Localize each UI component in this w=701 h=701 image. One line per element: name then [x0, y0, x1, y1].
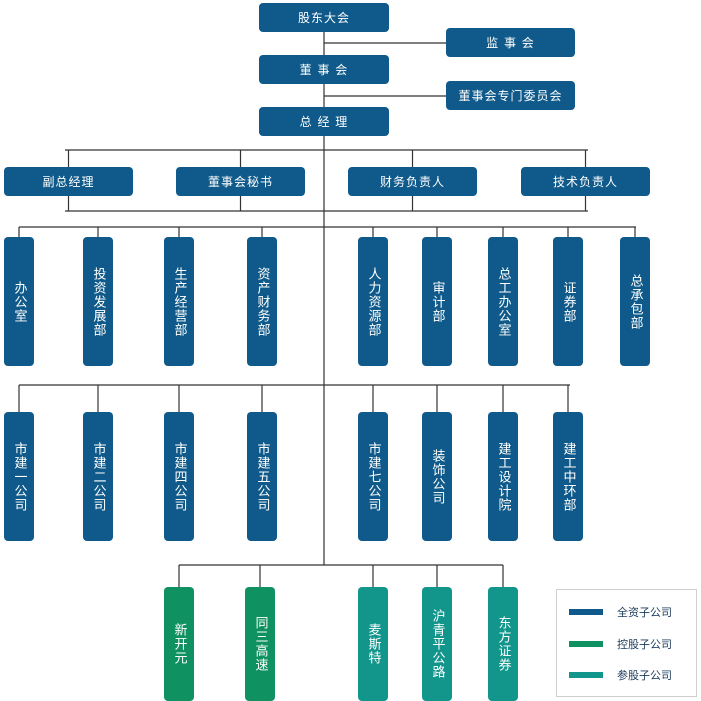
board-of-directors-box: 董 事 会 [259, 55, 389, 84]
held-company-box: 东方证券 [488, 587, 518, 701]
full-subsidiary-box: 建工中环部 [553, 412, 583, 541]
full-subsidiary-box: 装饰公司 [422, 412, 452, 541]
executive-box: 董事会秘书 [176, 167, 305, 196]
full-subsidiary-box: 市建四公司 [164, 412, 194, 541]
full-subsidiary-box: 市建二公司 [83, 412, 113, 541]
department-box: 投资发展部 [83, 237, 113, 366]
executive-box: 财务负责人 [348, 167, 477, 196]
general-manager-box: 总 经 理 [259, 107, 389, 136]
full-subsidiary-box: 市建五公司 [247, 412, 277, 541]
legend-item-full-owned: 全资子公司 [569, 604, 672, 620]
full-subsidiary-box: 市建七公司 [358, 412, 388, 541]
department-box: 生产经营部 [164, 237, 194, 366]
legend-label-controlled: 控股子公司 [617, 638, 672, 651]
legend-item-controlled: 控股子公司 [569, 636, 672, 652]
legend: 全资子公司 控股子公司 参股子公司 [556, 589, 697, 697]
legend-item-participating: 参股子公司 [569, 667, 672, 683]
department-box: 人力资源部 [358, 237, 388, 366]
department-box: 审计部 [422, 237, 452, 366]
shareholders-meeting-box: 股东大会 [259, 3, 389, 32]
held-company-box: 新开元 [164, 587, 194, 701]
legend-swatch-controlled [569, 641, 603, 647]
executive-box: 技术负责人 [521, 167, 650, 196]
held-company-box: 沪青平公路 [422, 587, 452, 701]
held-company-box: 同三高速 [245, 587, 275, 701]
executive-box: 副总经理 [4, 167, 133, 196]
department-box: 总承包部 [620, 237, 650, 366]
department-box: 办公室 [4, 237, 34, 366]
legend-swatch-full-owned [569, 609, 603, 615]
department-box: 资产财务部 [247, 237, 277, 366]
department-box: 总工办公室 [488, 237, 518, 366]
legend-label-participating: 参股子公司 [617, 669, 672, 682]
board-committees-box: 董事会专门委员会 [446, 81, 575, 110]
legend-label-full-owned: 全资子公司 [617, 606, 672, 619]
full-subsidiary-box: 市建一公司 [4, 412, 34, 541]
department-box: 证券部 [553, 237, 583, 366]
held-company-box: 麦斯特 [358, 587, 388, 701]
full-subsidiary-box: 建工设计院 [488, 412, 518, 541]
supervisory-board-box: 监 事 会 [446, 28, 575, 57]
legend-swatch-participating [569, 672, 603, 678]
